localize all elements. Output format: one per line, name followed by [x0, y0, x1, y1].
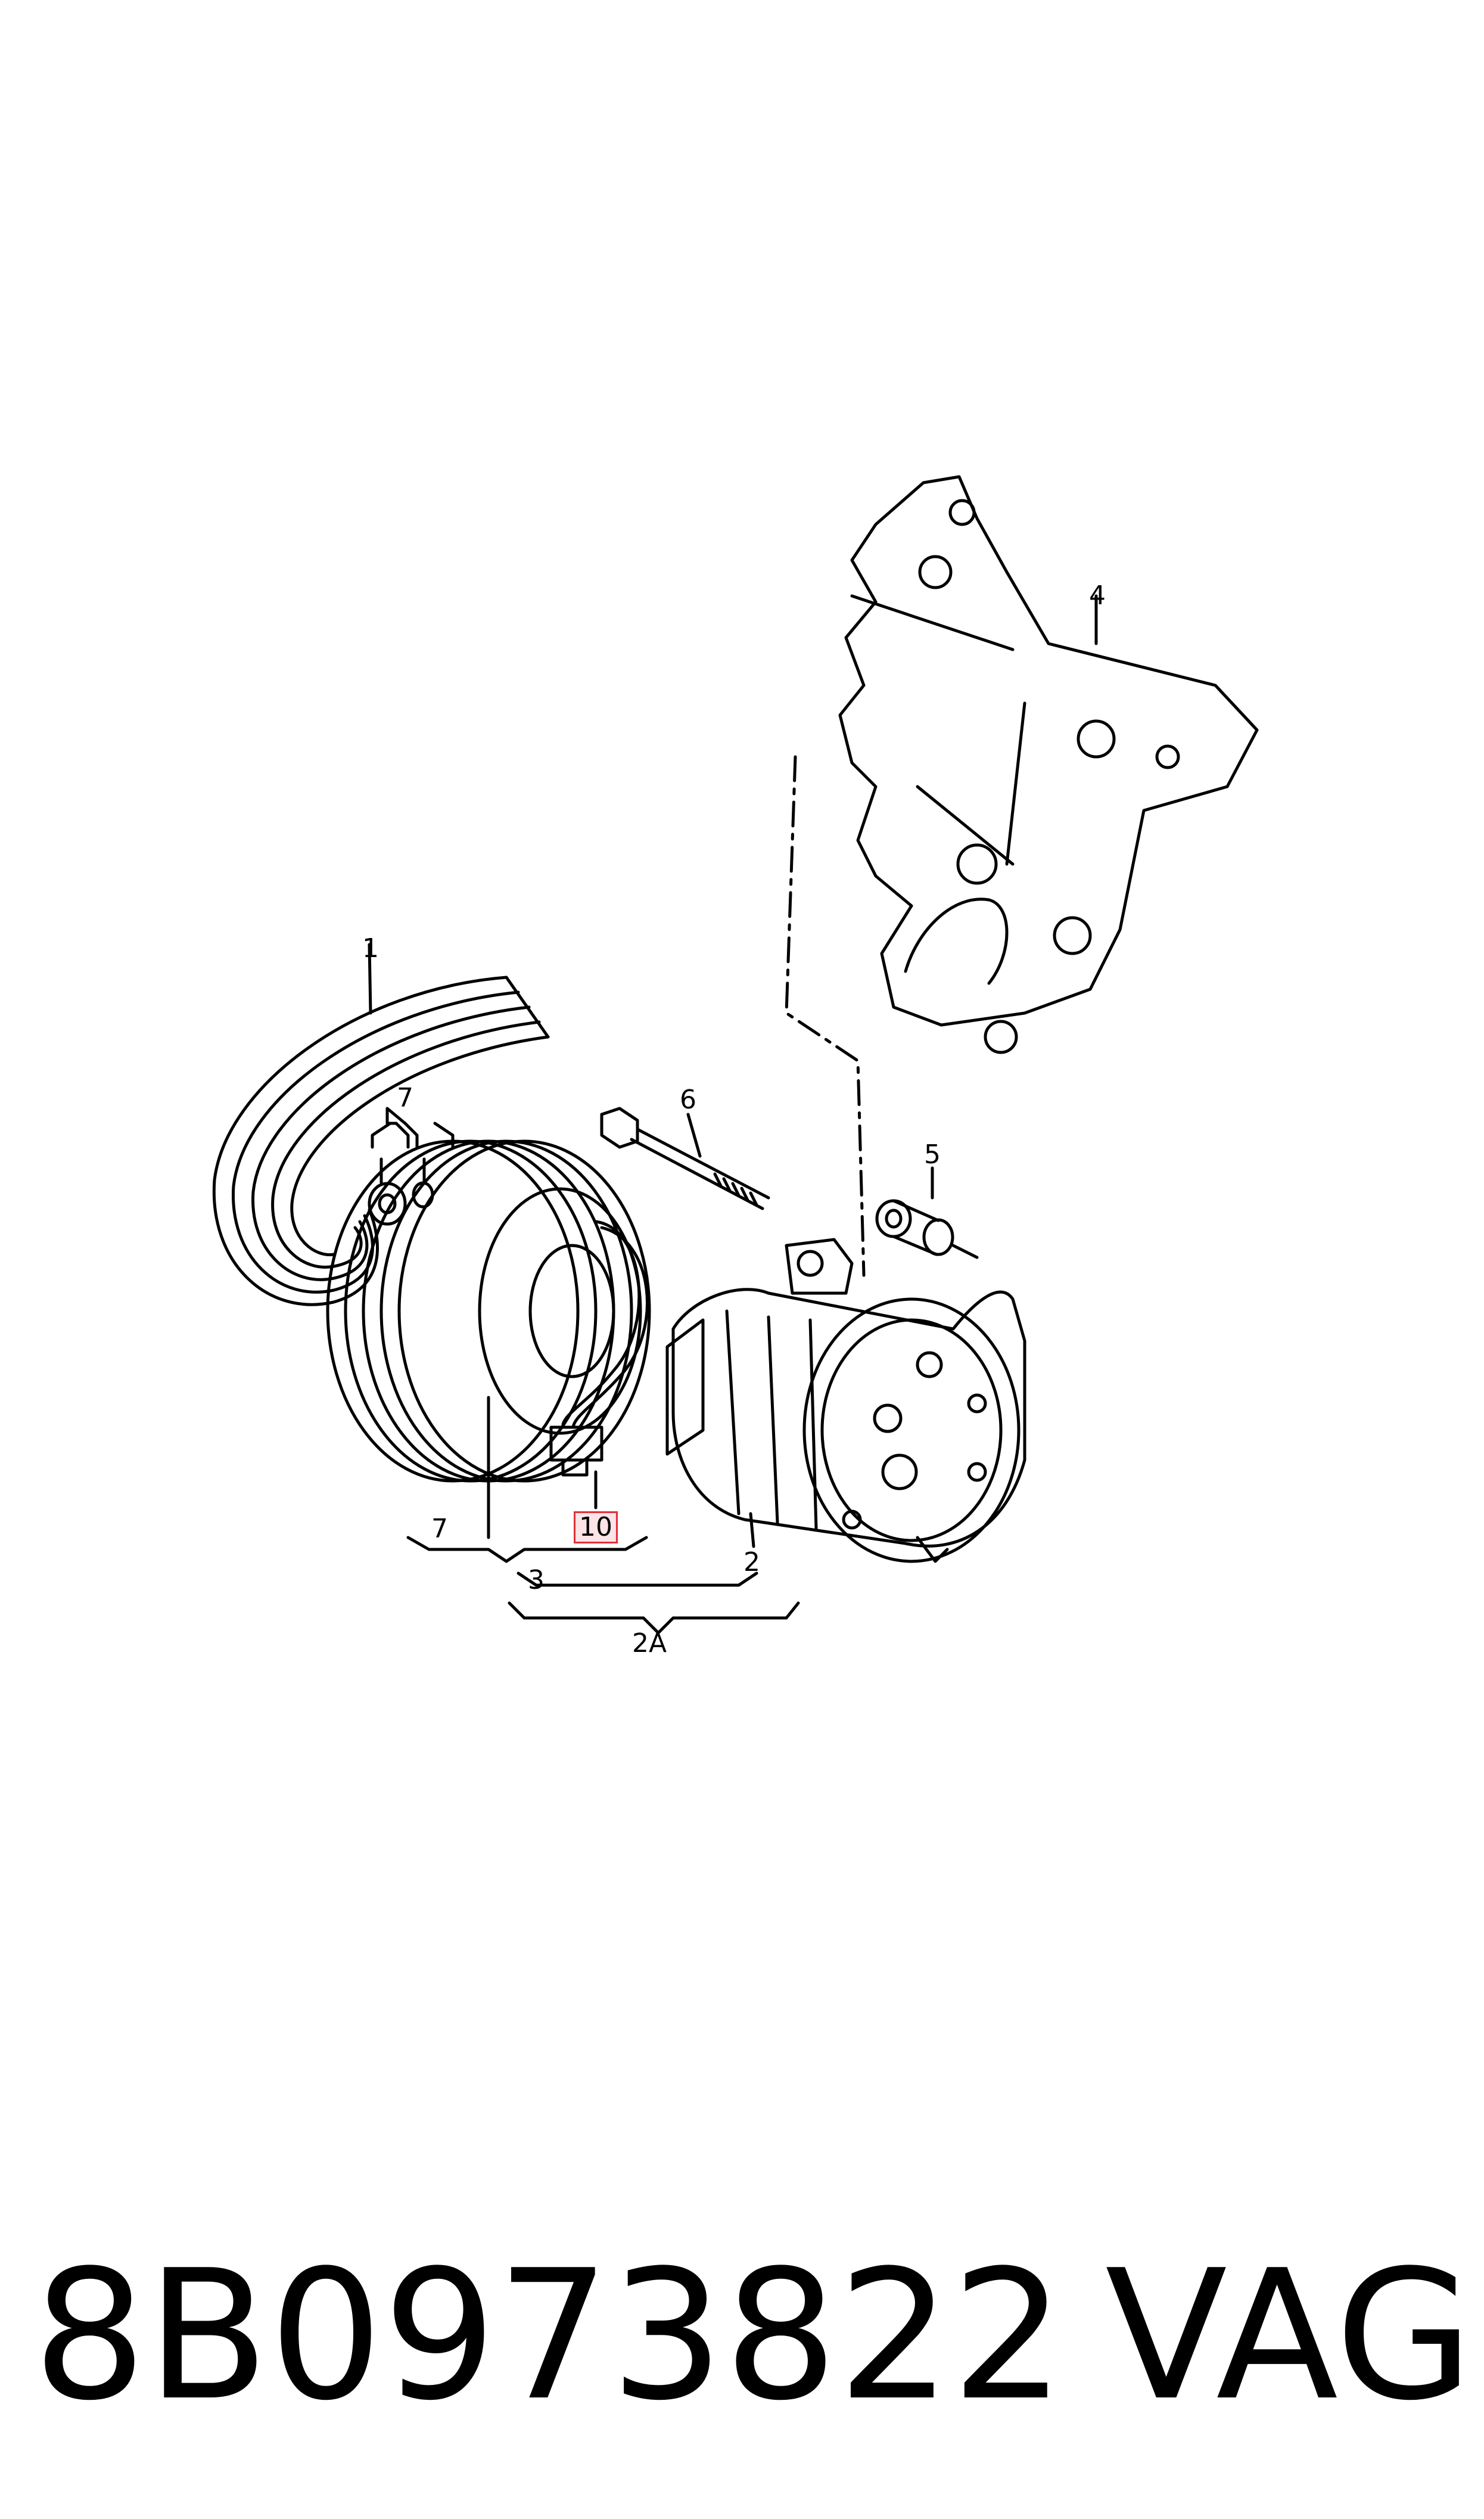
bushing-drawing	[875, 1166, 979, 1259]
callout-1[interactable]: 1	[362, 933, 379, 964]
drive-belt-drawing	[212, 943, 550, 1306]
bracket-drawing	[838, 475, 1259, 1054]
callout-3[interactable]: 3	[528, 1565, 545, 1595]
callout-6[interactable]: 6	[680, 1085, 696, 1115]
compressor-drawing	[665, 1238, 1026, 1563]
callout-7-lower[interactable]: 7	[431, 1514, 448, 1544]
bolt-drawing	[600, 1107, 770, 1210]
clutch-pulley-drawing	[326, 1139, 651, 1539]
callout-2a[interactable]: 2A	[631, 1628, 667, 1658]
callout-7-upper[interactable]: 7	[397, 1083, 413, 1113]
callout-4[interactable]: 4	[1089, 580, 1106, 611]
nut-drawings	[368, 1157, 434, 1226]
callout-10-highlighted[interactable]: 10	[574, 1511, 618, 1543]
brand-name: VAG	[1105, 2232, 1474, 2440]
part-number: 8B0973822	[33, 2232, 1065, 2440]
mounting-guide-line	[785, 755, 866, 1277]
group-brackets	[371, 1107, 800, 1635]
callout-5[interactable]: 5	[924, 1139, 941, 1170]
callout-2[interactable]: 2	[743, 1547, 760, 1577]
